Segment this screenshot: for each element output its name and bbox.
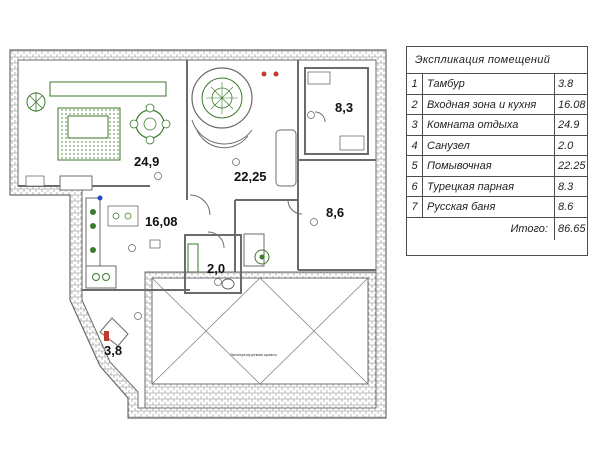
room-name: Турецкая парная [423,176,555,196]
room-area: 16.08 [558,98,586,111]
row-number: 6 [407,176,423,196]
relax-room-furniture [25,81,171,191]
total-value: 86.65 [558,222,586,235]
roof-terrace [144,271,377,409]
room-name: Помывочная [423,156,555,176]
area-label-room-7: 8,6 [326,205,344,220]
table-row: 5 Помывочная 22.25 [407,156,587,177]
area-label-room-5: 22,25 [234,169,267,184]
wash-room-fixtures [191,67,297,267]
explication-title: Экспликация помещений [407,47,587,74]
room-number-markers [128,111,318,320]
kitchen-furniture [85,195,161,289]
room-area: 24.9 [558,119,580,131]
room-area-labels: 3,8 16,08 24,9 2,0 22,25 8,3 8,6 [104,100,353,358]
table-row: 1 Тамбур 3.8 [407,74,587,95]
wc-fixtures [187,243,235,290]
row-number: 1 [407,74,423,94]
room-area: 8.3 [558,180,574,193]
room-name: Тамбур [423,74,555,94]
area-label-room-3: 24,9 [134,154,159,169]
area-label-room-1: 3,8 [104,343,122,358]
area-label-room-2: 16,08 [145,214,178,229]
table-row: 2 Входная зона и кухня 16.08 [407,94,587,115]
room-name: Входная зона и кухня [423,94,555,114]
table-row: 4 Санузел 2.0 [407,135,587,156]
row-number: 7 [407,197,423,217]
row-number: 3 [407,115,423,135]
room-area: 22.25 [558,160,586,172]
table-row: 7 Русская баня 8.6 [407,197,587,218]
area-label-room-6: 8,3 [335,100,353,115]
row-number: 5 [407,156,423,176]
room-name: Санузел [423,135,555,155]
roof-terrace-note: Эксплуатируемая кровля [230,352,277,357]
explication-table: Экспликация помещений 1 Тамбур 3.8 2 Вхо… [406,46,588,256]
total-row: Итого: 86.65 [407,217,587,240]
room-name: Русская баня [423,197,555,217]
tambour-details [99,317,129,347]
room-area: 8.6 [558,201,574,213]
table-row: 6 Турецкая парная 8.3 [407,176,587,197]
table-row: 3 Комната отдыха 24.9 [407,115,587,136]
interior-walls [18,60,376,294]
room-area: 3.8 [558,78,574,90]
room-name: Комната отдыха [423,115,555,135]
total-label: Итого: [407,217,555,240]
turkish-steam-details [307,71,365,151]
row-number: 2 [407,94,423,114]
row-number: 4 [407,135,423,155]
room-area: 2.0 [558,139,574,152]
area-label-room-4: 2,0 [207,261,225,276]
